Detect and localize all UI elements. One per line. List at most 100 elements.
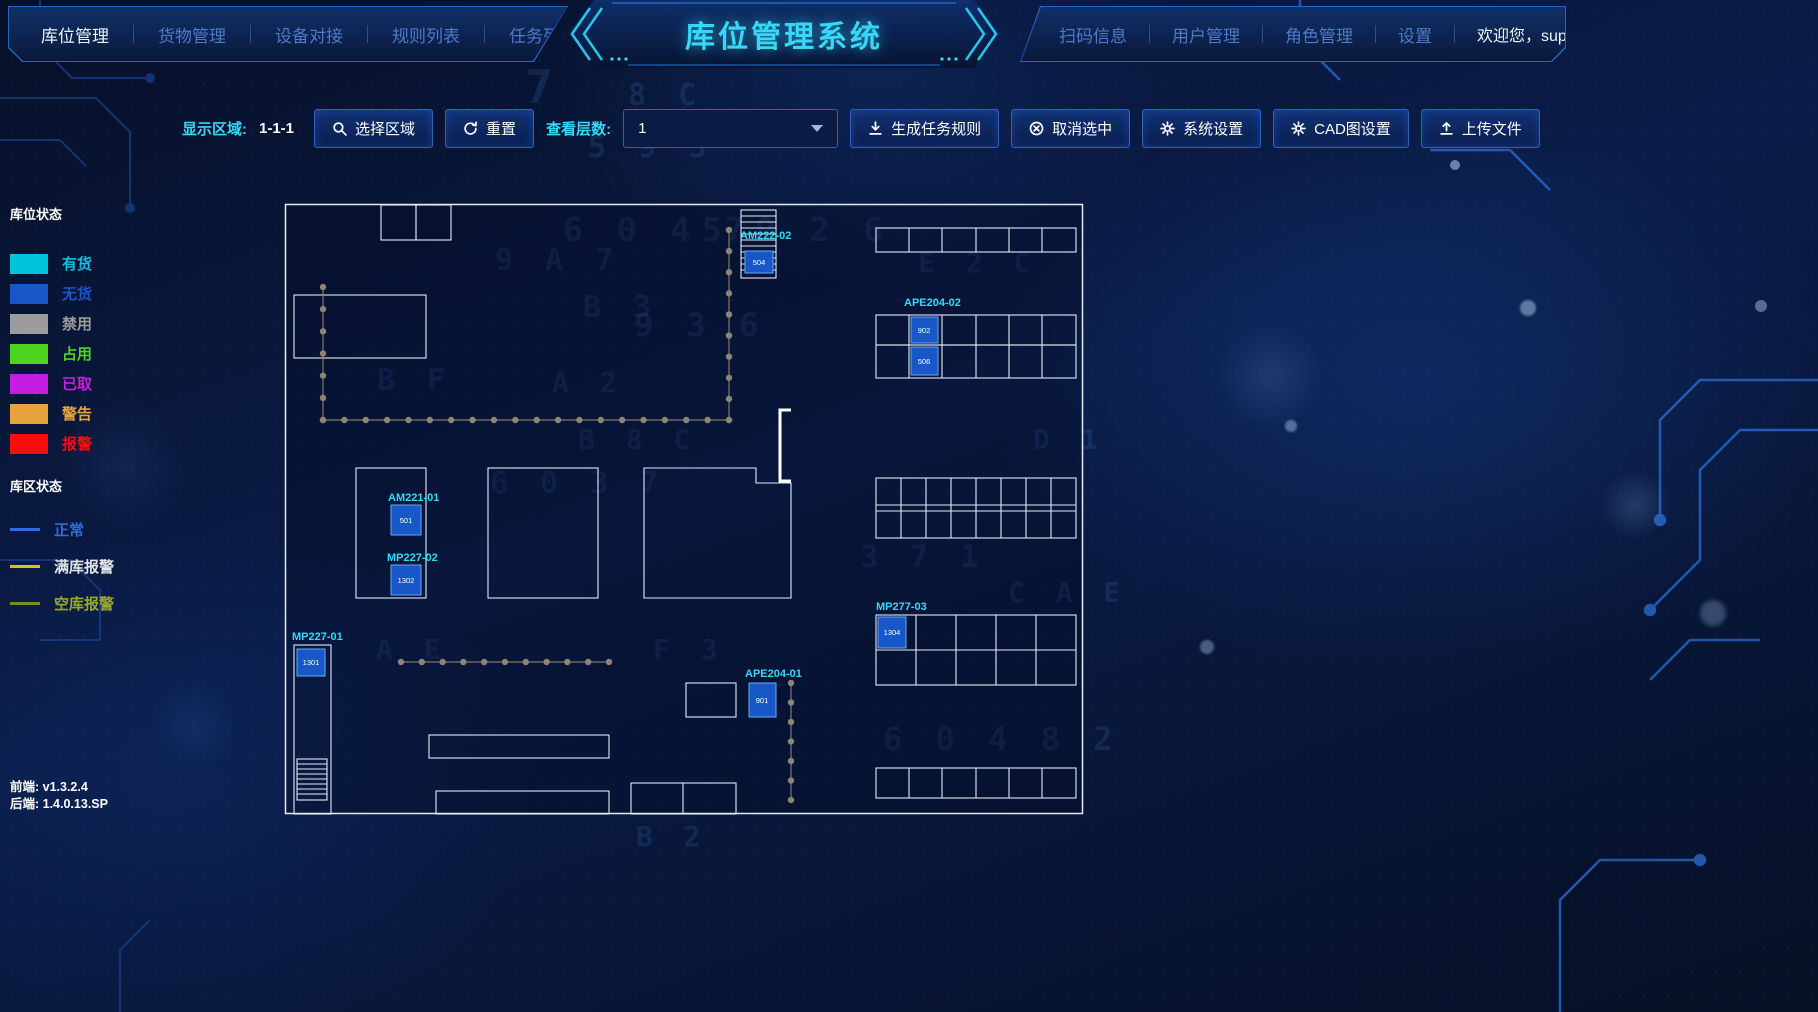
status-label: 报警 bbox=[62, 436, 93, 453]
gear-icon bbox=[1160, 121, 1175, 136]
status-label: 有货 bbox=[62, 256, 93, 273]
cell-number: 501 bbox=[400, 516, 413, 525]
storage-cell-1304[interactable] bbox=[877, 616, 907, 649]
generate-task-rule-button[interactable]: 生成任务规则 bbox=[850, 109, 1000, 148]
bokeh-orb bbox=[1755, 300, 1767, 312]
nav-divider bbox=[1149, 25, 1150, 43]
nav-divider bbox=[1262, 25, 1263, 43]
zone-row-empty-alarm: 空库报警 bbox=[10, 593, 180, 613]
zone-label: 正常 bbox=[54, 521, 85, 539]
zone-status-list: 正常 满库报警 空库报警 bbox=[10, 519, 180, 613]
upload-file-label: 上传文件 bbox=[1461, 121, 1522, 138]
station-label-mp227-02: MP227-02 bbox=[387, 552, 438, 564]
rack-top-right bbox=[875, 227, 1077, 253]
legend-row-stocked: 有货 bbox=[10, 253, 180, 274]
rack-bottom-right bbox=[875, 767, 1077, 799]
nav-item-rule-list[interactable]: 规则列表 bbox=[392, 26, 460, 46]
cad-settings-button[interactable]: CAD图设置 bbox=[1273, 109, 1409, 148]
station-labels: AM222-02 APE204-02 AM221-01 MP227-02 MP2… bbox=[292, 230, 961, 680]
station-label-ape204-01: APE204-01 bbox=[745, 668, 802, 680]
search-icon bbox=[333, 122, 347, 136]
storage-cell-504[interactable] bbox=[744, 250, 774, 274]
nav-divider bbox=[367, 25, 368, 43]
zone-status-title: 库区状态 bbox=[10, 479, 63, 494]
station-label-am222-02: AM222-02 bbox=[740, 230, 791, 242]
nav-right-panel: 扫码信息 用户管理 角色管理 设置 欢迎您，super bbox=[1006, 6, 1566, 62]
cancel-selection-button[interactable]: 取消选中 bbox=[1011, 109, 1131, 148]
nav-item-goods-mgmt[interactable]: 货物管理 bbox=[158, 26, 226, 46]
nav-item-role-mgmt[interactable]: 角色管理 bbox=[1285, 26, 1353, 46]
bokeh-orb bbox=[1285, 420, 1297, 432]
status-swatch bbox=[10, 253, 48, 274]
location-status-list: 有货 无货 禁用 占用 已取 警告 报警 bbox=[10, 253, 180, 454]
layer-select[interactable]: 1 bbox=[623, 109, 839, 148]
bokeh-orb bbox=[1215, 320, 1325, 430]
nav-item-location-mgmt[interactable]: 库位管理 bbox=[41, 26, 109, 46]
rack-bottom-center bbox=[630, 782, 737, 815]
cell-number: 1304 bbox=[884, 628, 901, 637]
upload-file-button[interactable]: 上传文件 bbox=[1420, 109, 1540, 148]
zone-line-swatch bbox=[10, 601, 40, 605]
storage-cell-1302[interactable] bbox=[390, 564, 422, 596]
cancel-selection-label: 取消选中 bbox=[1052, 121, 1113, 138]
display-area-label: 显示区域: bbox=[182, 121, 247, 138]
chevron-down-icon bbox=[811, 125, 824, 132]
nav-item-scan-info[interactable]: 扫码信息 bbox=[1059, 26, 1127, 46]
nav-divider bbox=[484, 25, 485, 43]
reset-button[interactable]: 重置 bbox=[445, 109, 535, 148]
storage-cell-501[interactable] bbox=[390, 504, 422, 536]
legend-row-warning: 警告 bbox=[10, 403, 180, 424]
frontend-version: 前端: v1.3.2.4 bbox=[10, 780, 88, 794]
status-swatch bbox=[10, 433, 48, 454]
zone-label: 满库报警 bbox=[54, 558, 115, 576]
storage-cell-902[interactable] bbox=[910, 316, 939, 344]
bokeh-orb bbox=[1200, 640, 1214, 654]
cell-number: 902 bbox=[918, 326, 931, 335]
storage-cell-901[interactable] bbox=[748, 682, 777, 718]
status-label: 无货 bbox=[62, 286, 93, 303]
warehouse-floor-map[interactable]: 504 902 506 501 1302 1301 901 1304 AM222… bbox=[284, 203, 1084, 815]
nav-divider bbox=[133, 25, 134, 43]
legend-row-alarm: 报警 bbox=[10, 433, 180, 454]
zone-line-swatch bbox=[10, 527, 40, 531]
status-swatch bbox=[10, 283, 48, 304]
status-label: 已取 bbox=[62, 376, 93, 393]
upload-icon bbox=[1440, 122, 1453, 135]
storage-cells: 504 902 506 501 1302 1301 901 1304 bbox=[296, 250, 939, 718]
nav-item-user-mgmt[interactable]: 用户管理 bbox=[1172, 26, 1240, 46]
map-toolbar: 显示区域: 1-1-1 选择区域 重置 查看层数: 1 生成任务规则 取消选中 … bbox=[182, 109, 1540, 148]
cell-number: 1302 bbox=[398, 576, 415, 585]
zone-line-swatch bbox=[10, 564, 40, 568]
rack-mp277-03 bbox=[875, 614, 1077, 686]
title-panel: 库位管理系统 bbox=[568, 0, 1000, 68]
nav-divider bbox=[1375, 25, 1376, 43]
version-info: 前端: v1.3.2.4 后端: 1.4.0.13.SP bbox=[10, 779, 108, 813]
legend-row-occupied: 占用 bbox=[10, 343, 180, 364]
station-label-am221-01: AM221-01 bbox=[388, 492, 439, 504]
bokeh-orb bbox=[1520, 300, 1536, 316]
station-label-ape204-02: APE204-02 bbox=[904, 297, 961, 309]
location-status-title: 库位状态 bbox=[10, 207, 63, 222]
bokeh-orb bbox=[1450, 160, 1460, 170]
backend-version: 后端: 1.4.0.13.SP bbox=[10, 797, 108, 811]
status-swatch bbox=[10, 373, 48, 394]
cancel-circle-icon bbox=[1029, 121, 1044, 136]
zone-label: 空库报警 bbox=[54, 595, 115, 613]
generate-task-rule-label: 生成任务规则 bbox=[891, 121, 982, 138]
storage-cell-1301[interactable] bbox=[296, 648, 326, 677]
system-settings-button[interactable]: 系统设置 bbox=[1142, 109, 1262, 148]
nav-item-settings[interactable]: 设置 bbox=[1398, 26, 1432, 46]
layer-selected-value: 1 bbox=[638, 120, 647, 137]
select-area-button[interactable]: 选择区域 bbox=[314, 109, 434, 148]
page-title: 库位管理系统 bbox=[685, 21, 883, 54]
station-label-mp227-01: MP227-01 bbox=[292, 631, 343, 643]
layer-label: 查看层数: bbox=[546, 121, 612, 138]
user-dropdown-caret-icon[interactable] bbox=[1617, 30, 1631, 39]
nav-divider bbox=[250, 25, 251, 43]
storage-cell-506[interactable] bbox=[910, 346, 939, 376]
rack-mp227-01 bbox=[293, 644, 332, 815]
status-swatch bbox=[10, 313, 48, 334]
zone-row-normal: 正常 bbox=[10, 519, 180, 539]
nav-item-task-list[interactable]: 任务列表 bbox=[509, 26, 577, 46]
nav-item-device-dock[interactable]: 设备对接 bbox=[275, 26, 343, 46]
